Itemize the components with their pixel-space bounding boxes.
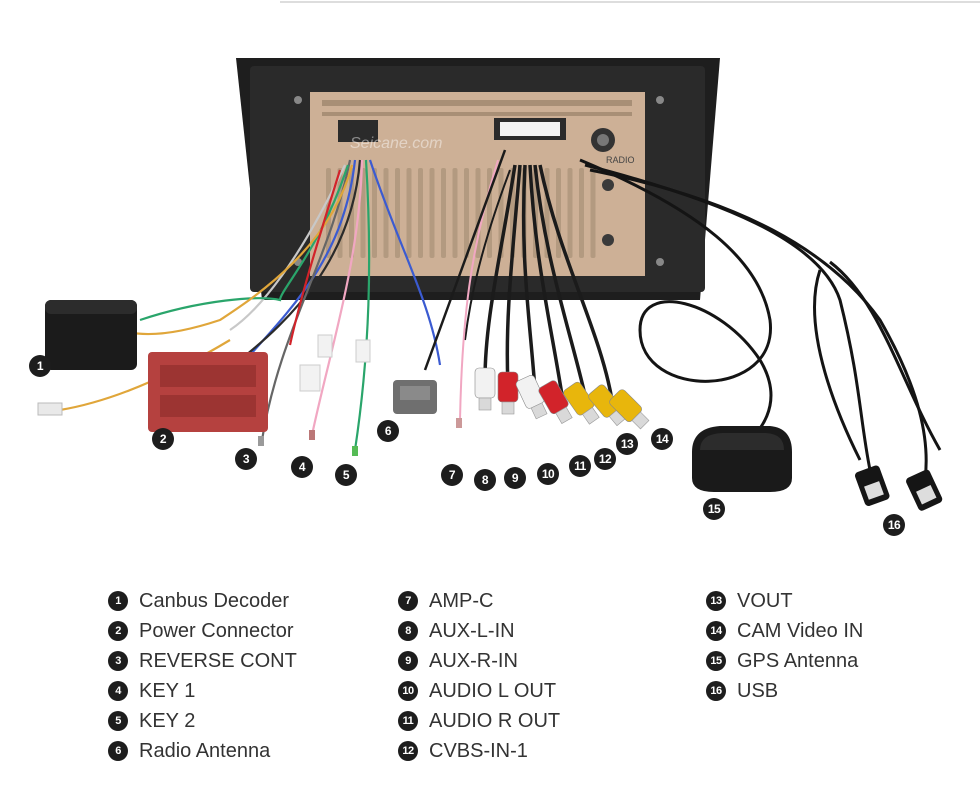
legend-number: 14 bbox=[706, 621, 726, 641]
canbus-decoder-box bbox=[45, 300, 137, 370]
legend-number: 5 bbox=[108, 711, 128, 731]
rca-plug bbox=[474, 367, 496, 411]
legend-label: AUX-L-IN bbox=[429, 619, 515, 642]
wire-label-tag bbox=[299, 364, 321, 392]
callout-4: 4 bbox=[291, 456, 313, 478]
legend-number: 16 bbox=[706, 681, 726, 701]
radio-panel-label: RADIO bbox=[606, 155, 635, 165]
callout-3: 3 bbox=[235, 448, 257, 470]
callout-1: 1 bbox=[29, 355, 51, 377]
usb-plugs bbox=[855, 465, 943, 511]
legend-item: 7 AMP-C bbox=[398, 586, 560, 616]
rca-plug bbox=[563, 381, 600, 425]
legend: 1 Canbus Decoder 2 Power Connector 3 REVERS… bbox=[0, 586, 980, 786]
legend-number: 11 bbox=[398, 711, 418, 731]
legend-item: 12 CVBS-IN-1 bbox=[398, 736, 560, 766]
legend-number: 7 bbox=[398, 591, 418, 611]
legend-item: 6 Radio Antenna bbox=[108, 736, 297, 766]
callout-13: 13 bbox=[616, 433, 638, 455]
legend-label: CVBS-IN-1 bbox=[429, 739, 528, 762]
legend-label: CAM Video IN bbox=[737, 619, 864, 642]
legend-number: 1 bbox=[108, 591, 128, 611]
legend-item: 14 CAM Video IN bbox=[706, 616, 863, 646]
legend-item: 10 AUDIO L OUT bbox=[398, 676, 560, 706]
callout-2: 2 bbox=[152, 428, 174, 450]
rca-leads bbox=[423, 149, 614, 421]
legend-item: 8 AUX-L-IN bbox=[398, 616, 560, 646]
legend-column-1: 1 Canbus Decoder 2 Power Connector 3 REVERS… bbox=[108, 586, 297, 766]
power-connector bbox=[148, 352, 268, 432]
radio-antenna-adapter bbox=[393, 380, 437, 414]
harness-illustration: RADIO Seicane.com bbox=[37, 1, 980, 511]
legend-label: VOUT bbox=[737, 589, 793, 612]
legend-number: 4 bbox=[108, 681, 128, 701]
gps-antenna bbox=[692, 426, 792, 492]
legend-label: Power Connector bbox=[139, 619, 294, 642]
long-cables bbox=[579, 158, 942, 481]
callout-8: 8 bbox=[474, 469, 496, 491]
legend-column-2: 7 AMP-C 8 AUX-L-IN 9 AUX-R-IN 10 AUDIO L OUT… bbox=[398, 586, 560, 766]
legend-number: 10 bbox=[398, 681, 418, 701]
legend-label: GPS Antenna bbox=[737, 649, 859, 672]
legend-number: 12 bbox=[398, 741, 418, 761]
wire-terminals bbox=[258, 418, 462, 456]
callout-9: 9 bbox=[504, 467, 526, 489]
legend-label: AUDIO R OUT bbox=[429, 709, 561, 732]
small-white-plug bbox=[37, 402, 63, 416]
callout-7: 7 bbox=[441, 464, 463, 486]
legend-number: 13 bbox=[706, 591, 726, 611]
watermark: Seicane.com bbox=[350, 135, 443, 152]
rca-plug bbox=[538, 380, 573, 424]
legend-number: 8 bbox=[398, 621, 418, 641]
legend-item: 3 REVERSE CONT bbox=[108, 646, 297, 676]
legend-number: 2 bbox=[108, 621, 128, 641]
legend-item: 15 GPS Antenna bbox=[706, 646, 863, 676]
legend-item: 11 AUDIO R OUT bbox=[398, 706, 560, 736]
callout-12: 12 bbox=[594, 448, 616, 470]
legend-item: 1 Canbus Decoder bbox=[108, 586, 297, 616]
legend-item: 16 USB bbox=[706, 676, 863, 706]
legend-label: KEY 2 bbox=[139, 709, 196, 732]
legend-label: REVERSE CONT bbox=[139, 649, 297, 672]
callout-6: 6 bbox=[377, 420, 399, 442]
legend-item: 9 AUX-R-IN bbox=[398, 646, 560, 676]
rca-plug bbox=[515, 375, 548, 420]
callout-5: 5 bbox=[335, 464, 357, 486]
callout-15: 15 bbox=[703, 498, 725, 520]
legend-number: 3 bbox=[108, 651, 128, 671]
rca-plug bbox=[497, 371, 519, 415]
legend-label: AUX-R-IN bbox=[429, 649, 518, 672]
legend-label: KEY 1 bbox=[139, 679, 196, 702]
legend-number: 15 bbox=[706, 651, 726, 671]
rca-plug bbox=[609, 389, 650, 430]
legend-item: 4 KEY 1 bbox=[108, 676, 297, 706]
legend-item: 13 VOUT bbox=[706, 586, 863, 616]
legend-label: USB bbox=[737, 679, 779, 702]
key1-tag bbox=[317, 334, 333, 358]
legend-item: 2 Power Connector bbox=[108, 616, 297, 646]
head-unit: RADIO Seicane.com bbox=[236, 58, 720, 300]
key2-tag bbox=[355, 339, 371, 363]
legend-label: Canbus Decoder bbox=[139, 589, 290, 612]
callout-14: 14 bbox=[651, 428, 673, 450]
callout-16: 16 bbox=[883, 514, 905, 536]
legend-item: 5 KEY 2 bbox=[108, 706, 297, 736]
wiring-diagram: RADIO Seicane.com bbox=[29, 1, 980, 536]
legend-column-3: 13 VOUT 14 CAM Video IN 15 GPS Antenna 16 US… bbox=[706, 586, 863, 706]
legend-number: 6 bbox=[108, 741, 128, 761]
wire-bundle bbox=[59, 159, 442, 451]
legend-label: AUDIO L OUT bbox=[429, 679, 557, 702]
callout-10: 10 bbox=[537, 463, 559, 485]
legend-label: Radio Antenna bbox=[139, 739, 271, 762]
callout-11: 11 bbox=[569, 455, 591, 477]
legend-label: AMP-C bbox=[429, 589, 494, 612]
rca-plugs bbox=[474, 367, 650, 430]
legend-number: 9 bbox=[398, 651, 418, 671]
